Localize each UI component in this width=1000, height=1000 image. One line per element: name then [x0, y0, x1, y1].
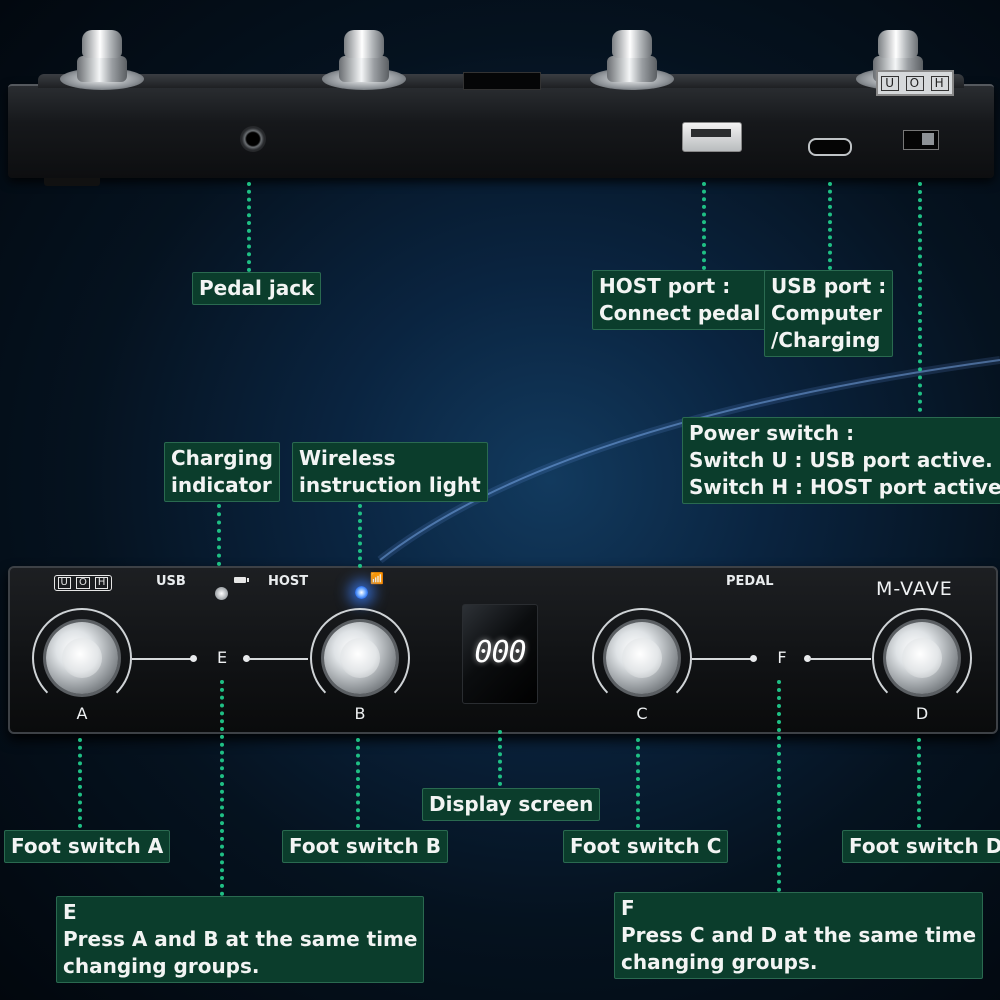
- leader-pedal-jack: [247, 182, 251, 272]
- foot-switch-d[interactable]: [886, 622, 958, 694]
- foot-switch-d-ring: [872, 608, 972, 708]
- foot-switch-b[interactable]: [324, 622, 396, 694]
- foot-switch-d-letter: D: [915, 704, 929, 723]
- pedal-jack[interactable]: [240, 126, 266, 152]
- leader-usb-port: [828, 182, 832, 270]
- foot-switch-top-b[interactable]: [322, 30, 406, 90]
- group-f-line-left: [692, 658, 752, 660]
- display-window: [463, 72, 541, 90]
- display-screen: 000: [462, 604, 538, 704]
- foot-switch-b-letter: B: [354, 704, 366, 723]
- display-value: 000: [474, 635, 526, 670]
- group-f-dot-right: [804, 655, 811, 662]
- leader-group-e: [220, 680, 224, 896]
- callout-charging-indicator: Charging indicator: [164, 442, 281, 502]
- leader-group-f: [777, 680, 781, 892]
- foot-switch-top-c[interactable]: [590, 30, 674, 90]
- group-f-letter: F: [777, 648, 787, 667]
- group-e-dot-right: [243, 655, 250, 662]
- foot-switch-a-letter: A: [76, 704, 88, 723]
- group-f-line-right: [809, 658, 871, 660]
- host-usb-port[interactable]: [682, 122, 742, 152]
- power-slide-switch[interactable]: [903, 130, 939, 150]
- callout-foot-switch-a: Foot switch A: [4, 830, 171, 863]
- leader-foot-switch-d: [917, 738, 921, 828]
- group-e-dot-left: [190, 655, 197, 662]
- group-e-line-right: [248, 658, 308, 660]
- pedal-label: PEDAL: [726, 574, 774, 589]
- brand-logo: M-VAVE: [876, 578, 953, 600]
- foot-switch-c-letter: C: [636, 704, 648, 723]
- foot-switch-top-a[interactable]: [60, 30, 144, 90]
- controller-rear-view: [8, 72, 994, 186]
- rubber-foot: [44, 178, 100, 186]
- usb-c-port[interactable]: [808, 138, 852, 156]
- leader-display-screen: [498, 730, 502, 786]
- group-e-letter: E: [216, 648, 228, 667]
- foot-switch-a[interactable]: [46, 622, 118, 694]
- leader-foot-switch-c: [636, 738, 640, 828]
- leader-charging-indicator: [217, 504, 221, 566]
- callout-foot-switch-d: Foot switch D: [842, 830, 1000, 863]
- wireless-icon: 📶: [370, 572, 384, 585]
- group-f-dot-left: [750, 655, 757, 662]
- leader-foot-switch-b: [356, 738, 360, 828]
- leader-host-port: [702, 182, 706, 270]
- callout-power-switch: Power switch : Switch U : USB port activ…: [682, 417, 1000, 504]
- leader-power-switch: [918, 182, 922, 412]
- group-e-line-left: [132, 658, 192, 660]
- callout-foot-switch-b: Foot switch B: [282, 830, 448, 863]
- leader-wireless-light: [358, 504, 362, 568]
- callout-host-port: HOST port : Connect pedal: [592, 270, 768, 330]
- usb-label: USB: [156, 574, 186, 589]
- foot-switch-c-ring: [592, 608, 692, 708]
- callout-foot-switch-c: Foot switch C: [563, 830, 729, 863]
- foot-switch-b-ring: [310, 608, 410, 708]
- wireless-instruction-led: [355, 586, 368, 599]
- foot-switch-c[interactable]: [606, 622, 678, 694]
- callout-pedal-jack: Pedal jack: [192, 272, 322, 305]
- foot-switch-a-ring: [32, 608, 132, 708]
- callout-group-f: F Press C and D at the same time changin…: [614, 892, 984, 979]
- callout-wireless-light: Wireless instruction light: [292, 442, 488, 502]
- callout-display-screen: Display screen: [422, 788, 601, 821]
- host-label: HOST: [268, 574, 309, 589]
- battery-icon: [234, 577, 249, 583]
- charging-indicator-led: [215, 587, 228, 600]
- callout-group-e: E Press A and B at the same time changin…: [56, 896, 425, 983]
- callout-usb-port: USB port : Computer /Charging: [764, 270, 894, 357]
- leader-foot-switch-a: [78, 738, 82, 828]
